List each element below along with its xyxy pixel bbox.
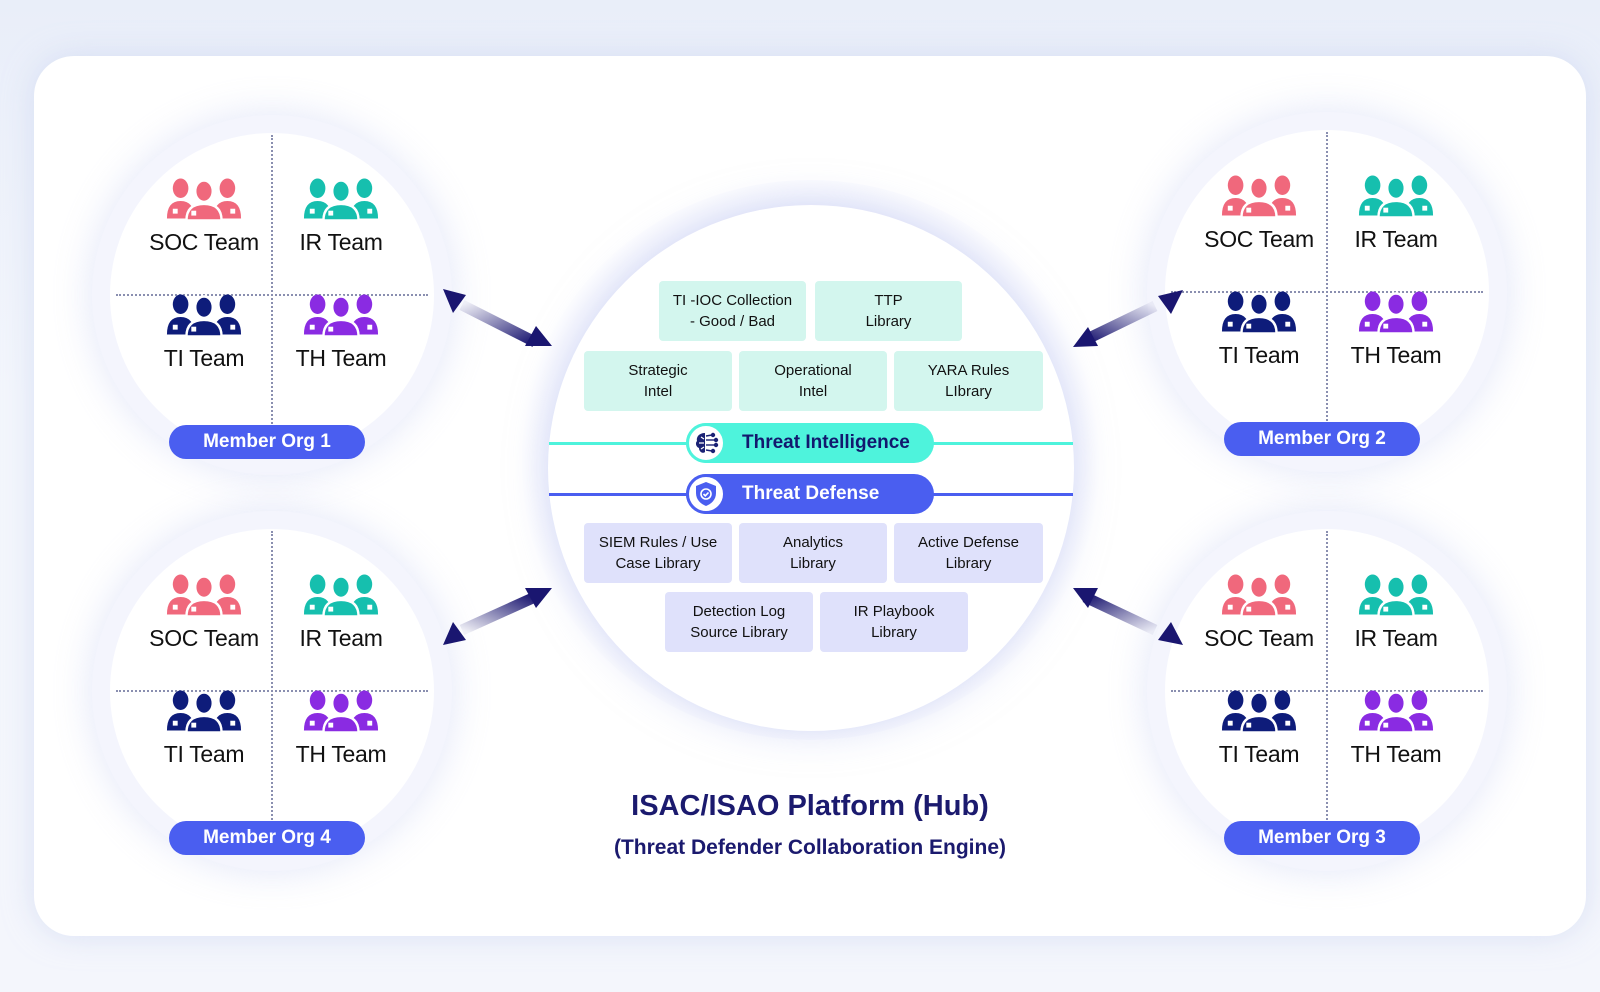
team-label: SOC Team xyxy=(1204,625,1314,651)
hub-subtitle: (Threat Defender Collaboration Engine) xyxy=(613,836,1007,859)
ti-team: TI Team xyxy=(1184,290,1334,369)
team-label: TH Team xyxy=(1350,741,1442,767)
team-label: TI Team xyxy=(1218,741,1300,767)
soc-team: SOC Team xyxy=(1184,573,1334,652)
divider-horizontal xyxy=(116,294,428,296)
team-label: TH Team xyxy=(295,741,387,767)
team-label: TH Team xyxy=(1350,342,1442,368)
threat-defense-pill: Threat Defense xyxy=(686,474,934,514)
ti-team: TI Team xyxy=(1184,689,1334,768)
threat-defense-label: Threat Defense xyxy=(742,483,880,504)
team-label: IR Team xyxy=(1354,226,1438,252)
soc-team: SOC Team xyxy=(1184,174,1334,253)
team-label: TI Team xyxy=(163,345,245,371)
shield-check-icon xyxy=(686,474,726,514)
ti-team: TI Team xyxy=(129,689,279,768)
ti-team: TI Team xyxy=(129,293,279,372)
th-team: TH Team xyxy=(266,689,416,768)
ir-team: IR Team xyxy=(1321,573,1471,652)
team-label: SOC Team xyxy=(1204,226,1314,252)
ir-team: IR Team xyxy=(1321,174,1471,253)
arrow-org3-hub xyxy=(1073,588,1183,645)
member-org-badge: Member Org 1 xyxy=(169,425,365,459)
arrow-org1-hub xyxy=(443,289,552,347)
soc-team: SOC Team xyxy=(129,573,279,652)
soc-team: SOC Team xyxy=(129,177,279,256)
team-label: TI Team xyxy=(163,741,245,767)
team-label: IR Team xyxy=(299,229,383,255)
team-label: IR Team xyxy=(1354,625,1438,651)
threat-intelligence-pill: Threat Intelligence xyxy=(686,423,934,463)
divider-horizontal xyxy=(1171,690,1483,692)
ir-team: IR Team xyxy=(266,573,416,652)
divider-horizontal xyxy=(116,690,428,692)
hub-title: ISAC/ISAO Platform (Hub) xyxy=(631,790,989,822)
th-team: TH Team xyxy=(266,293,416,372)
th-team: TH Team xyxy=(1321,689,1471,768)
team-label: SOC Team xyxy=(149,625,259,651)
team-label: TH Team xyxy=(295,345,387,371)
arrow-org4-hub xyxy=(443,588,552,645)
ti-box-ioc-collection: TI -IOC Collection- Good / Bad xyxy=(659,281,806,341)
divider-vertical xyxy=(1326,531,1328,831)
divider-horizontal xyxy=(1171,291,1483,293)
team-label: TI Team xyxy=(1218,342,1300,368)
threat-intelligence-label: Threat Intelligence xyxy=(742,432,910,453)
member-org-badge: Member Org 3 xyxy=(1224,821,1420,855)
divider-vertical xyxy=(1326,132,1328,432)
team-label: SOC Team xyxy=(149,229,259,255)
th-team: TH Team xyxy=(1321,290,1471,369)
member-org-badge: Member Org 2 xyxy=(1224,422,1420,456)
member-org-badge: Member Org 4 xyxy=(169,821,365,855)
divider-vertical xyxy=(271,531,273,831)
brain-circuit-icon xyxy=(686,423,726,463)
divider-vertical xyxy=(271,135,273,435)
team-label: IR Team xyxy=(299,625,383,651)
arrow-org2-hub xyxy=(1073,290,1183,347)
ir-team: IR Team xyxy=(266,177,416,256)
